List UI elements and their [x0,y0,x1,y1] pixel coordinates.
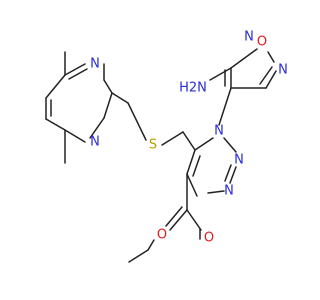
furazan-oxygen-label: O [257,35,267,50]
bond [103,79,113,94]
bond [64,129,86,143]
triazole-n2-label: N [234,153,244,168]
bond [103,92,113,119]
bond [161,131,184,146]
carbonyl-oxygen-label: O [204,231,214,246]
bond [68,68,88,80]
n-pyr-bot-label: N [90,135,100,150]
bond [259,66,273,85]
structure-drawing: N N S H2N O N N N N N O O [45,30,288,263]
bond [229,166,237,184]
bond [127,102,147,141]
bond [218,87,232,126]
bond [223,137,237,153]
furazan-n-right-label: N [278,63,288,78]
bond [165,206,183,227]
bond [45,74,66,99]
triazole-n1-label: N [214,124,224,139]
bond [45,118,66,131]
bond [224,164,232,182]
bond [186,209,202,231]
bond [186,173,198,197]
bond [182,131,196,151]
bond [267,51,275,63]
bond [230,48,258,69]
bond [89,117,105,139]
molecule-diagram: N N S H2N O N N N N N O O [45,30,288,263]
furazan-n-top-label: N [244,30,254,45]
bond [186,149,196,175]
bond [64,63,86,76]
bond [194,137,214,151]
bond [207,190,225,194]
bond [128,249,149,263]
amine-label: H2N [179,81,207,96]
bond [147,239,155,251]
ester-oxygen-label: O [157,228,167,243]
bond [209,67,232,81]
bond [265,70,277,89]
triazole-n3-label: N [224,184,234,199]
bond [169,209,188,231]
bond [111,92,129,104]
bond [192,155,201,177]
sulfur-label: S [149,138,157,153]
n-pyr-top-label: N [90,57,100,72]
